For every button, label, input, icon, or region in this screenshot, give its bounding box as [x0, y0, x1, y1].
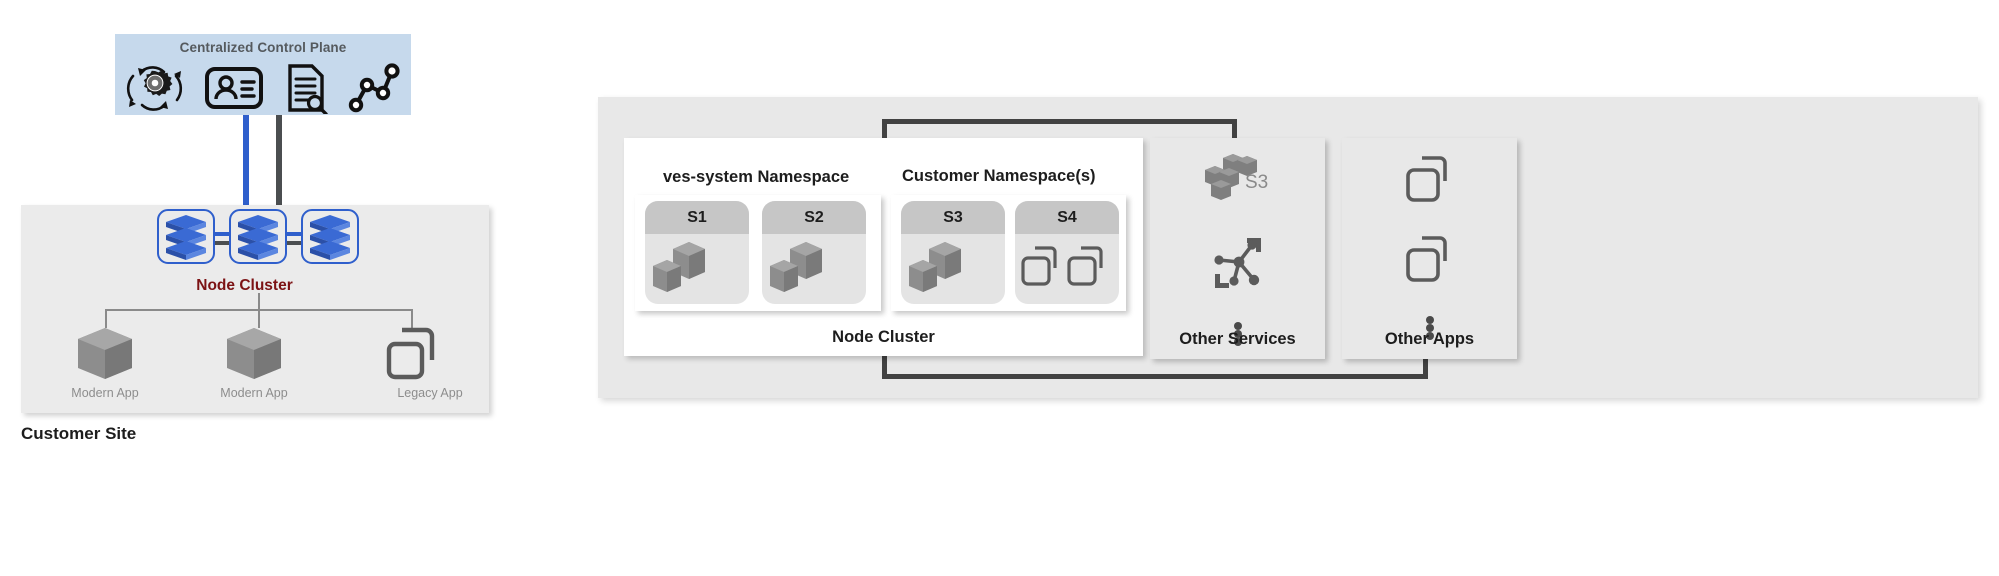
service-box-s4[interactable]: S4 [1015, 201, 1119, 304]
tree-drop-1 [105, 309, 107, 328]
server-stack-icon [166, 215, 206, 260]
two-cubes-icon [770, 242, 822, 292]
service-label-s2: S2 [804, 209, 824, 226]
cube-icon [227, 328, 281, 379]
cluster-node-1[interactable] [157, 209, 215, 264]
service-body-s4 [1015, 234, 1119, 304]
other-apps-icon-stack [1342, 150, 1517, 340]
other-apps-caption: Other Apps [1384, 330, 1475, 348]
tree-stem [258, 293, 260, 310]
stacked-windows-icon [1400, 150, 1460, 208]
bracket-bottom-left-stub [882, 355, 887, 378]
tree-drop-2 [258, 309, 260, 328]
id-card-icon[interactable] [203, 63, 265, 113]
document-search-icon[interactable] [283, 62, 329, 116]
service-body-s1 [645, 234, 749, 304]
cube-icon [78, 328, 132, 379]
gear-sync-icon[interactable] [124, 62, 186, 114]
control-link-blue [243, 115, 249, 208]
namespace-title-ves-system: ves-system Namespace [663, 168, 850, 186]
service-box-s1[interactable]: S1 [645, 201, 749, 304]
legacy-app-caption: Legacy App [397, 386, 463, 400]
bracket-bottom-right-stub [1423, 355, 1428, 378]
service-box-s2[interactable]: S2 [762, 201, 866, 304]
other-services-icon-stack: S3 [1150, 150, 1325, 346]
two-cubes-icon [909, 242, 961, 292]
node-link-1-blue [215, 232, 231, 236]
bracket-bottom-horizontal [882, 374, 1428, 379]
service-label-s3: S3 [943, 209, 963, 226]
control-plane-title: Centralized Control Plane [179, 40, 347, 55]
modern-app-1[interactable] [70, 324, 140, 382]
s3-icon-label: S3 [1245, 172, 1268, 193]
service-header-s4: S4 [1015, 201, 1119, 234]
modern-app-1-caption: Modern App [71, 386, 139, 400]
service-header-s1: S1 [645, 201, 749, 234]
cluster-node-3[interactable] [301, 209, 359, 264]
modern-app-2[interactable] [219, 324, 289, 382]
tree-drop-3 [411, 309, 413, 328]
node-link-2-blue [287, 232, 303, 236]
service-box-s3[interactable]: S3 [901, 201, 1005, 304]
other-services-caption: Other Services [1179, 330, 1296, 348]
service-label-s1: S1 [687, 209, 707, 226]
node-cluster-label-site: Node Cluster [196, 277, 293, 294]
server-stack-icon [310, 215, 350, 260]
node-link-2-gray [287, 241, 303, 245]
bracket-top-horizontal [882, 119, 1237, 124]
service-body-s2 [762, 234, 866, 304]
two-stacked-windows-icon [1021, 246, 1103, 286]
s3-bucket-cubes-icon: S3 [1195, 150, 1281, 210]
bracket-top-right-stub [1232, 119, 1237, 141]
centralized-control-plane: Centralized Control Plane [115, 34, 411, 116]
stacked-windows-icon [386, 327, 435, 380]
service-body-s3 [901, 234, 1005, 304]
node-cluster-label-expanded: Node Cluster [832, 328, 935, 346]
cluster-node-2[interactable] [229, 209, 287, 264]
vertical-ellipsis-icon [1233, 322, 1242, 346]
mesh-network-icon [1207, 232, 1269, 294]
namespace-title-customer: Customer Namespace(s) [902, 167, 1096, 185]
control-link-gray [276, 115, 282, 208]
control-plane-icon-row [115, 60, 411, 116]
bracket-top-left-stub [882, 119, 887, 141]
legacy-app[interactable] [382, 324, 452, 382]
customer-site-label: Customer Site [21, 424, 137, 443]
service-header-s3: S3 [901, 201, 1005, 234]
service-label-s4: S4 [1057, 209, 1077, 226]
network-graph-icon[interactable] [346, 62, 402, 114]
server-stack-icon [238, 215, 278, 260]
node-link-1-gray [215, 241, 231, 245]
vertical-ellipsis-icon [1425, 316, 1434, 340]
stacked-windows-icon [1400, 230, 1460, 288]
service-header-s2: S2 [762, 201, 866, 234]
modern-app-2-caption: Modern App [220, 386, 288, 400]
two-cubes-icon [653, 242, 705, 292]
